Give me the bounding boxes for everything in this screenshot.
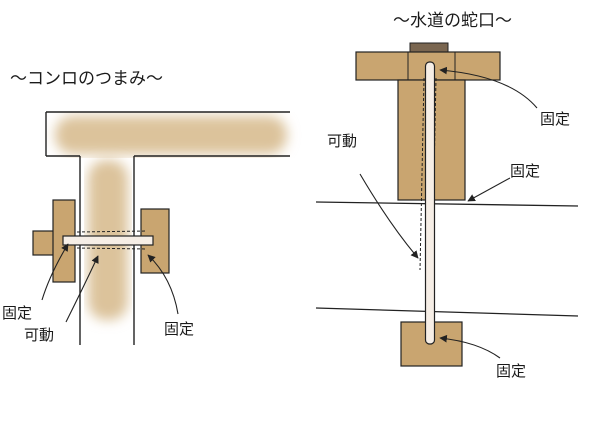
knob-top-beam: [45, 111, 290, 157]
fixed-bottom-label: 固定: [496, 362, 526, 380]
faucet-movable-leader: [359, 173, 419, 259]
fixed-left-leader: [41, 243, 69, 301]
faucet-panel: ～水道の蛇口～ 固定 可動 固定 固定: [315, 11, 579, 380]
faucet-movable-rod: [419, 61, 437, 345]
fixed-left-label: 固定: [2, 304, 32, 322]
knob-beam-shading: [55, 116, 287, 154]
fixed-right-leader: [147, 254, 179, 315]
faucet-title: ～水道の蛇口～: [393, 11, 512, 31]
faucet-movable-label: 可動: [327, 132, 357, 150]
fixed-mid-leader: [467, 177, 511, 202]
stove-knob-title: ～コンロのつまみ～: [10, 69, 163, 89]
fixed-right-label: 固定: [164, 320, 194, 338]
faucet-upper-line: [315, 201, 579, 207]
fixed-top-label: 固定: [540, 110, 570, 128]
knob-shaft: [79, 156, 135, 345]
knob-movable-pin: [62, 230, 154, 250]
movable-label: 可動: [24, 326, 54, 344]
faucet-lower-line: [315, 307, 579, 317]
stove-knob-panel: ～コンロのつまみ～: [2, 69, 290, 345]
fixed-mid-label: 固定: [510, 162, 540, 180]
fixed-top-leader: [439, 66, 538, 109]
fixed-bottom-leader: [439, 334, 501, 359]
movable-leader: [65, 255, 99, 323]
